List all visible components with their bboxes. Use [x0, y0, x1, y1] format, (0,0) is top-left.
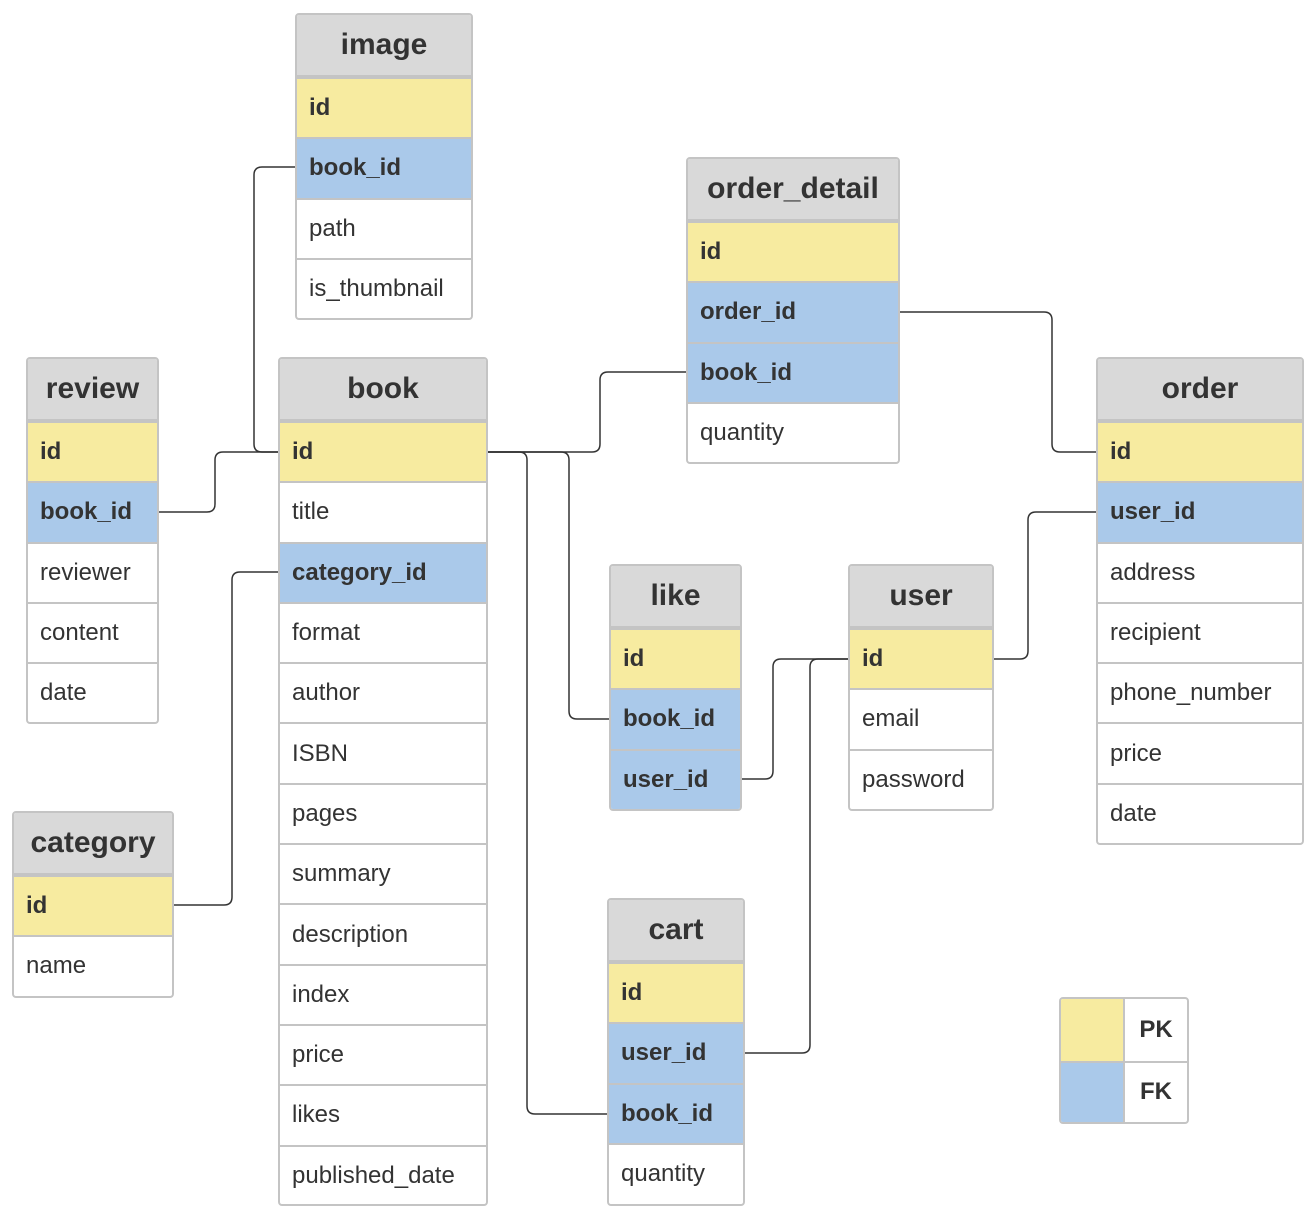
entity-title: image: [297, 15, 471, 77]
entity-user[interactable]: user id email password: [848, 564, 994, 811]
field-pk: id: [14, 875, 172, 936]
entity-category[interactable]: category id name: [12, 811, 174, 998]
field-fk: user_id: [1098, 481, 1302, 542]
connector-order-user: [993, 511, 1097, 660]
entity-title: cart: [609, 900, 743, 962]
field: published_date: [280, 1144, 486, 1204]
connector-order-detail-order: [899, 311, 1097, 453]
field: price: [1098, 722, 1302, 782]
field-fk: book_id: [688, 341, 898, 402]
entity-image[interactable]: image id book_id path is_thumbnail: [295, 13, 473, 320]
entity-title: user: [850, 566, 992, 628]
field-pk: id: [688, 221, 898, 282]
entity-title: category: [14, 813, 172, 875]
field: format: [280, 601, 486, 662]
field: password: [850, 748, 992, 809]
entity-title: order: [1098, 359, 1302, 421]
legend-swatch-fk: [1061, 1062, 1125, 1122]
field-fk: book_id: [609, 1082, 743, 1143]
connector-like-user: [741, 658, 849, 780]
field-pk: id: [28, 421, 157, 482]
legend-row-fk: FK: [1061, 1060, 1187, 1122]
connector-book-category: [174, 571, 279, 906]
entity-cart[interactable]: cart id user_id book_id quantity: [607, 898, 745, 1206]
field: likes: [280, 1084, 486, 1144]
field: recipient: [1098, 601, 1302, 662]
field: path: [297, 197, 471, 258]
entity-like[interactable]: like id book_id user_id: [609, 564, 742, 811]
field: phone_number: [1098, 662, 1302, 722]
entity-order[interactable]: order id user_id address recipient phone…: [1096, 357, 1304, 845]
legend-label-fk: FK: [1140, 1078, 1172, 1106]
field-pk: id: [1098, 421, 1302, 482]
field-fk: book_id: [297, 137, 471, 198]
field: summary: [280, 843, 486, 903]
field-fk: order_id: [688, 281, 898, 342]
field-pk: id: [280, 421, 486, 482]
field-pk: id: [850, 628, 992, 689]
field-pk: id: [609, 962, 743, 1023]
field: price: [280, 1023, 486, 1084]
field: content: [28, 601, 157, 662]
field: name: [14, 935, 172, 995]
entity-order-detail[interactable]: order_detail id order_id book_id quantit…: [686, 157, 900, 464]
connector-book-order-detail: [487, 371, 687, 453]
field: email: [850, 688, 992, 748]
field: ISBN: [280, 722, 486, 782]
field-fk: book_id: [611, 688, 740, 749]
field: author: [280, 662, 486, 722]
field: reviewer: [28, 541, 157, 602]
legend-label-pk: PK: [1139, 1015, 1173, 1043]
field: description: [280, 903, 486, 963]
field-fk: category_id: [280, 541, 486, 602]
field-pk: id: [611, 628, 740, 689]
field-fk: user_id: [611, 748, 740, 809]
field: is_thumbnail: [297, 257, 471, 318]
entity-title: like: [611, 566, 740, 628]
legend-swatch-pk: [1061, 999, 1125, 1061]
connector-review-book: [158, 451, 279, 513]
entity-title: review: [28, 359, 157, 421]
field: index: [280, 963, 486, 1024]
field: date: [1098, 782, 1302, 843]
field: title: [280, 481, 486, 541]
legend: PK FK: [1059, 997, 1189, 1124]
connector-cart-user: [744, 658, 849, 1054]
field: quantity: [609, 1142, 743, 1203]
field: address: [1098, 541, 1302, 602]
field: date: [28, 662, 157, 722]
field-pk: id: [297, 77, 471, 138]
field: pages: [280, 782, 486, 843]
entity-review[interactable]: review id book_id reviewer content date: [26, 357, 159, 724]
entity-book[interactable]: book id title category_id format author …: [278, 357, 488, 1206]
field-fk: book_id: [28, 481, 157, 542]
entity-title: book: [280, 359, 486, 421]
connector-book-cart: [487, 451, 608, 1115]
field: quantity: [688, 401, 898, 462]
field-fk: user_id: [609, 1022, 743, 1083]
connector-book-like: [487, 451, 610, 720]
entity-title: order_detail: [688, 159, 898, 221]
legend-row-pk: PK: [1061, 999, 1187, 1061]
